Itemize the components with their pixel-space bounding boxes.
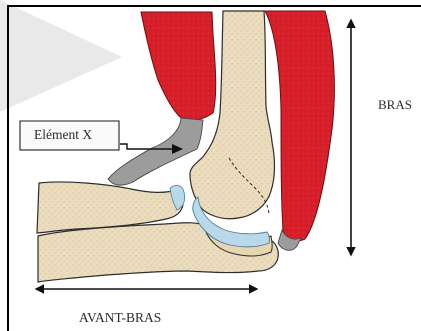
figure-border: [7, 5, 421, 331]
bras-label: BRAS: [378, 98, 412, 111]
avant-bras-label: AVANT-BRAS: [79, 311, 161, 325]
element-x-label: Elément X: [20, 121, 119, 150]
